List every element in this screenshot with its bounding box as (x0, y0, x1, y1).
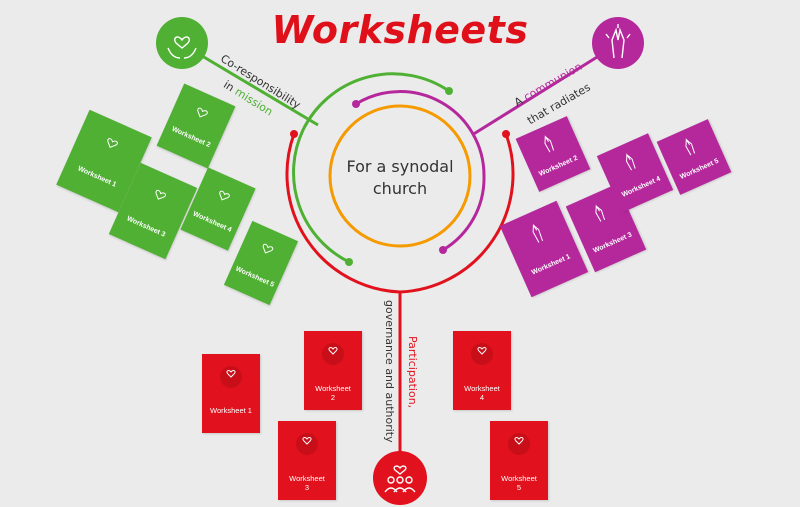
red-worksheet-1[interactable]: Worksheet 1 (202, 354, 260, 433)
red-branch-label-2: governance and authority (383, 300, 396, 443)
green-worksheet-2[interactable]: Worksheet 2 (156, 83, 236, 169)
purple-worksheet-3[interactable]: Worksheet 3 (565, 183, 647, 273)
people-heart-icon (507, 432, 531, 461)
card-label: Worksheet 4 (464, 384, 500, 402)
purple-hub (592, 17, 644, 69)
purple-ring-arc (355, 90, 486, 252)
card-label: Worksheet 5 (501, 474, 537, 492)
red-worksheet-4[interactable]: Worksheet 4 (453, 331, 511, 410)
card-label: Worksheet 1 (530, 253, 572, 277)
people-heart-icon (470, 342, 494, 371)
red-worksheet-3[interactable]: Worksheet 3 (278, 421, 336, 500)
green-ring-arc (292, 72, 450, 264)
green-worksheet-3[interactable]: Worksheet 3 (108, 162, 198, 260)
card-label: Worksheet 5 (234, 265, 276, 289)
hands-heart-icon (167, 36, 197, 59)
praying-hands-icon (523, 219, 554, 253)
red-worksheet-2[interactable]: Worksheet 2 (304, 331, 362, 410)
hands-heart-icon (143, 181, 174, 215)
purple-worksheet-4[interactable]: Worksheet 4 (596, 133, 674, 213)
red-worksheet-5[interactable]: Worksheet 5 (490, 421, 548, 500)
green-worksheet-5[interactable]: Worksheet 5 (223, 220, 299, 306)
card-label: Worksheet 3 (289, 474, 325, 492)
center-line-1: For a synodal (346, 157, 454, 176)
hands-heart-icon (209, 183, 237, 214)
card-label: Worksheet 2 (315, 384, 351, 402)
purple-worksheet-5[interactable]: Worksheet 5 (656, 119, 732, 195)
people-heart-icon (219, 365, 243, 394)
card-label: Worksheet 1 (76, 165, 118, 189)
page-title: Worksheets (271, 8, 529, 52)
red-hub (373, 451, 427, 505)
purple-worksheet-2[interactable]: Worksheet 2 (515, 116, 591, 192)
center-line-2: church (372, 179, 428, 198)
hands-heart-icon (95, 130, 126, 164)
green-worksheet-4[interactable]: Worksheet 4 (180, 167, 256, 251)
card-label: Worksheet 4 (191, 210, 233, 234)
card-label: Worksheet 3 (592, 231, 634, 255)
red-branch-label: Participation, (406, 336, 419, 409)
card-label: Worksheet 3 (125, 215, 167, 239)
green-hub (156, 17, 208, 69)
praying-hands-icon (605, 24, 631, 59)
hands-heart-icon (187, 100, 215, 131)
hands-heart-icon (252, 236, 280, 267)
purple-worksheet-1[interactable]: Worksheet 1 (499, 200, 589, 298)
praying-hands-icon (586, 200, 614, 231)
people-heart-icon (384, 465, 416, 493)
people-heart-icon (295, 432, 319, 461)
praying-hands-icon (617, 149, 645, 180)
card-label: Worksheet 1 (210, 406, 252, 415)
people-heart-icon (321, 342, 345, 371)
praying-hands-icon (676, 134, 704, 165)
center-label: For a synodal church (340, 156, 460, 200)
praying-hands-icon (535, 131, 563, 162)
inner-ring (328, 104, 472, 248)
green-worksheet-1[interactable]: Worksheet 1 (56, 109, 152, 213)
